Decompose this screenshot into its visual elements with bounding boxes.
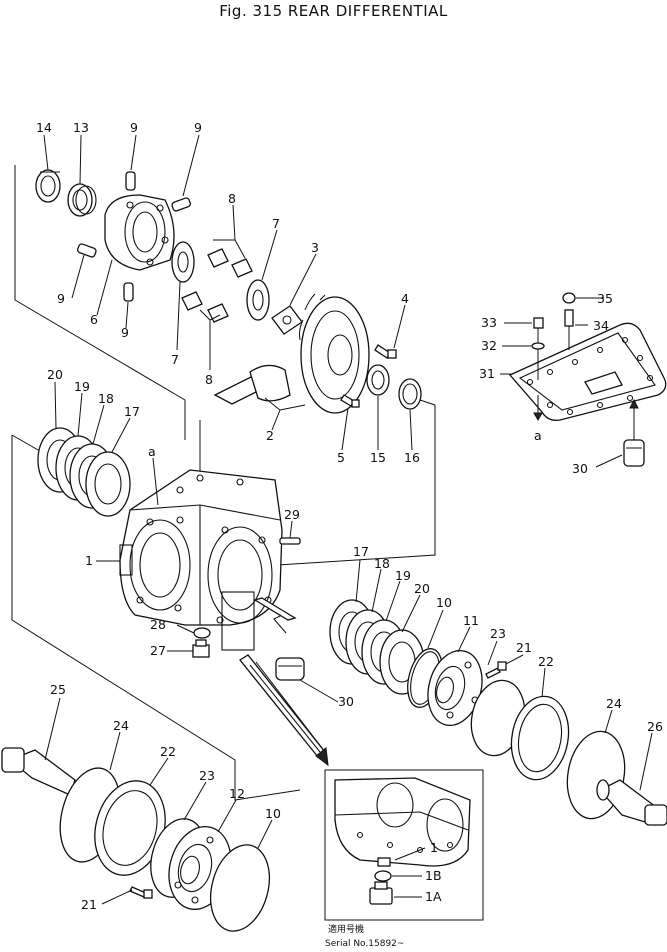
- callout-30: 30: [338, 694, 354, 709]
- callout-9: 9: [121, 325, 129, 340]
- callout-10: 10: [436, 595, 452, 610]
- differential-housing-part: [119, 469, 283, 651]
- callout-8: 8: [228, 191, 236, 206]
- pinion-gear-part: [181, 248, 253, 323]
- callout-1B: 1B: [425, 868, 442, 883]
- breather-part: [562, 292, 576, 350]
- callout-9: 9: [57, 291, 65, 306]
- pinion-shaft-part: [77, 171, 191, 302]
- callout-1: 1: [85, 553, 93, 568]
- callout-32: 32: [481, 338, 497, 353]
- callout-35: 35: [597, 291, 613, 306]
- callout-25: 25: [50, 682, 66, 697]
- callout-15: 15: [370, 450, 386, 465]
- callout-13: 13: [73, 120, 89, 135]
- callout-29: 29: [284, 507, 300, 522]
- callout-20: 20: [414, 581, 430, 596]
- differential-case-part: [104, 194, 175, 271]
- callout-2: 2: [266, 428, 274, 443]
- callout-19: 19: [395, 568, 411, 583]
- callout-18: 18: [98, 391, 114, 406]
- o-ring-part: [193, 627, 211, 639]
- liquid-gasket-part: [623, 398, 645, 467]
- callout-33: 33: [481, 315, 497, 330]
- callout-23: 23: [490, 626, 506, 641]
- bearing-cup-part: [35, 169, 61, 203]
- callout-labels: 14 13 9 9 8 7 3 9 6 9 7 8 4 2 5 15 16 35…: [36, 120, 663, 949]
- callout-20: 20: [47, 367, 63, 382]
- callout-22: 22: [160, 744, 176, 759]
- callout-9: 9: [130, 120, 138, 135]
- callout-22: 22: [538, 654, 554, 669]
- callout-14: 14: [36, 120, 52, 135]
- axle-shaft-left-part: [1, 747, 76, 796]
- callout-28: 28: [150, 617, 166, 632]
- thrust-washer-part: [271, 305, 303, 335]
- callout-9: 9: [194, 120, 202, 135]
- o-ring-large-left-part: [210, 844, 270, 932]
- figure-title: Fig. 315 REAR DIFFERENTIAL: [219, 2, 448, 20]
- callout-1A: 1A: [425, 889, 442, 904]
- callout-10: 10: [265, 806, 281, 821]
- callout-11: 11: [463, 613, 479, 628]
- cover-bolt-part: [531, 317, 545, 380]
- serial-applicability-label: 適用号機: [328, 923, 364, 935]
- bearing-cone-part: [67, 183, 97, 217]
- callout-7: 7: [272, 216, 280, 231]
- cage-bolt-left-part: [129, 886, 153, 899]
- callout-5: 5: [337, 450, 345, 465]
- serial-number-note: Serial No.15892~: [325, 939, 404, 949]
- serial-detail-view: [324, 769, 484, 921]
- callout-27: 27: [150, 643, 166, 658]
- callout-7: 7: [171, 352, 179, 367]
- callout-18: 18: [374, 556, 390, 571]
- drain-plug-part: [192, 639, 210, 658]
- shim-gasket-part: [37, 427, 131, 517]
- cage-bolt-part: [485, 661, 507, 679]
- callout-6: 6: [90, 312, 98, 327]
- callout-31: 31: [479, 366, 495, 381]
- callout-a: a: [148, 444, 156, 459]
- callout-34: 34: [593, 318, 609, 333]
- callout-8: 8: [205, 372, 213, 387]
- shim-gasket-part-right: [329, 599, 425, 695]
- callout-19: 19: [74, 379, 90, 394]
- callout-17: 17: [124, 404, 140, 419]
- axle-shaft-right-part: [596, 779, 667, 826]
- callout-4: 4: [401, 291, 409, 306]
- callout-21: 21: [81, 897, 97, 912]
- dowel-pin-part: [279, 537, 301, 545]
- callout-12: 12: [229, 786, 245, 801]
- callout-30: 30: [572, 461, 588, 476]
- callout-21: 21: [516, 640, 532, 655]
- callout-23: 23: [199, 768, 215, 783]
- oil-seal-part: [510, 695, 570, 781]
- pinion-bearing-part: [366, 364, 422, 410]
- callout-1: 1: [430, 840, 438, 855]
- ring-gear-and-pinion-part: [213, 293, 370, 414]
- callout-16: 16: [404, 450, 420, 465]
- side-gear-part: [171, 241, 270, 321]
- callout-26: 26: [647, 719, 663, 734]
- cover-plate-part: [508, 322, 667, 421]
- callout-a: a: [534, 428, 542, 443]
- callout-17: 17: [353, 544, 369, 559]
- callout-24: 24: [606, 696, 622, 711]
- callout-3: 3: [311, 240, 319, 255]
- bolt-part: [340, 344, 397, 408]
- callout-24: 24: [113, 718, 129, 733]
